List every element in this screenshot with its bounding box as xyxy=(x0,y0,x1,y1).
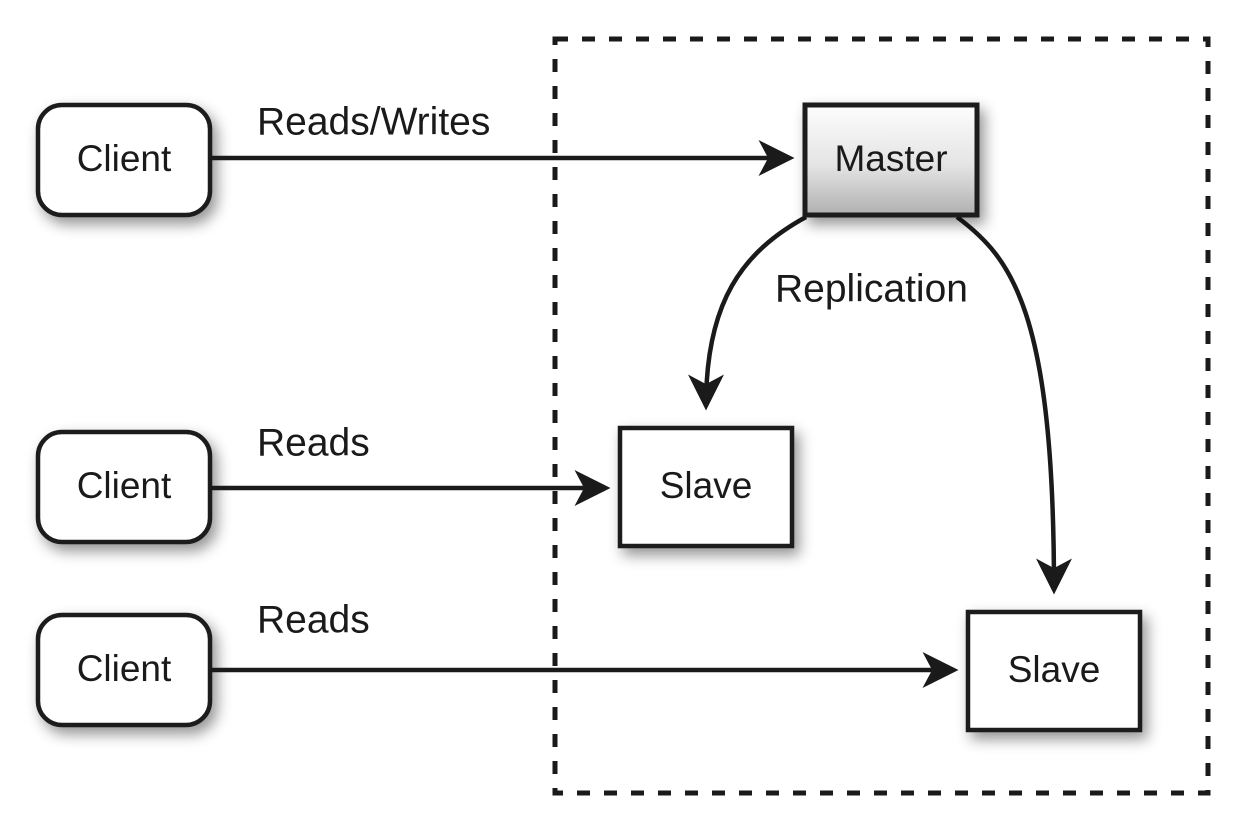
master-box xyxy=(802,102,980,218)
node-slave-1[interactable]: Slave xyxy=(617,425,795,549)
node-client-2[interactable]: Client xyxy=(35,429,213,545)
client-3-label: Client xyxy=(77,648,172,689)
slave-1-label: Slave xyxy=(660,465,753,506)
node-client-1[interactable]: Client xyxy=(35,102,213,218)
edge-master-to-slave-2 xyxy=(955,215,1072,595)
edge-master-to-slave-1 xyxy=(688,215,808,411)
client-1-label: Client xyxy=(77,138,172,179)
node-slave-2[interactable]: Slave xyxy=(965,609,1143,733)
node-client-3[interactable]: Client xyxy=(35,612,213,728)
client-2-label: Client xyxy=(77,465,172,506)
slave-2-box xyxy=(965,609,1143,733)
master-label: Master xyxy=(834,138,947,179)
edge-label-reads-writes: Reads/Writes xyxy=(257,100,490,143)
edge-label-replication: Replication xyxy=(775,267,968,310)
node-master[interactable]: Master xyxy=(802,102,980,218)
database-cluster-boundary xyxy=(552,36,1211,796)
slave-1-box xyxy=(617,425,795,549)
slave-2-label: Slave xyxy=(1008,649,1101,690)
edge-label-reads-slave-1: Reads xyxy=(257,421,370,464)
edge-label-reads-slave-2: Reads xyxy=(257,598,370,641)
